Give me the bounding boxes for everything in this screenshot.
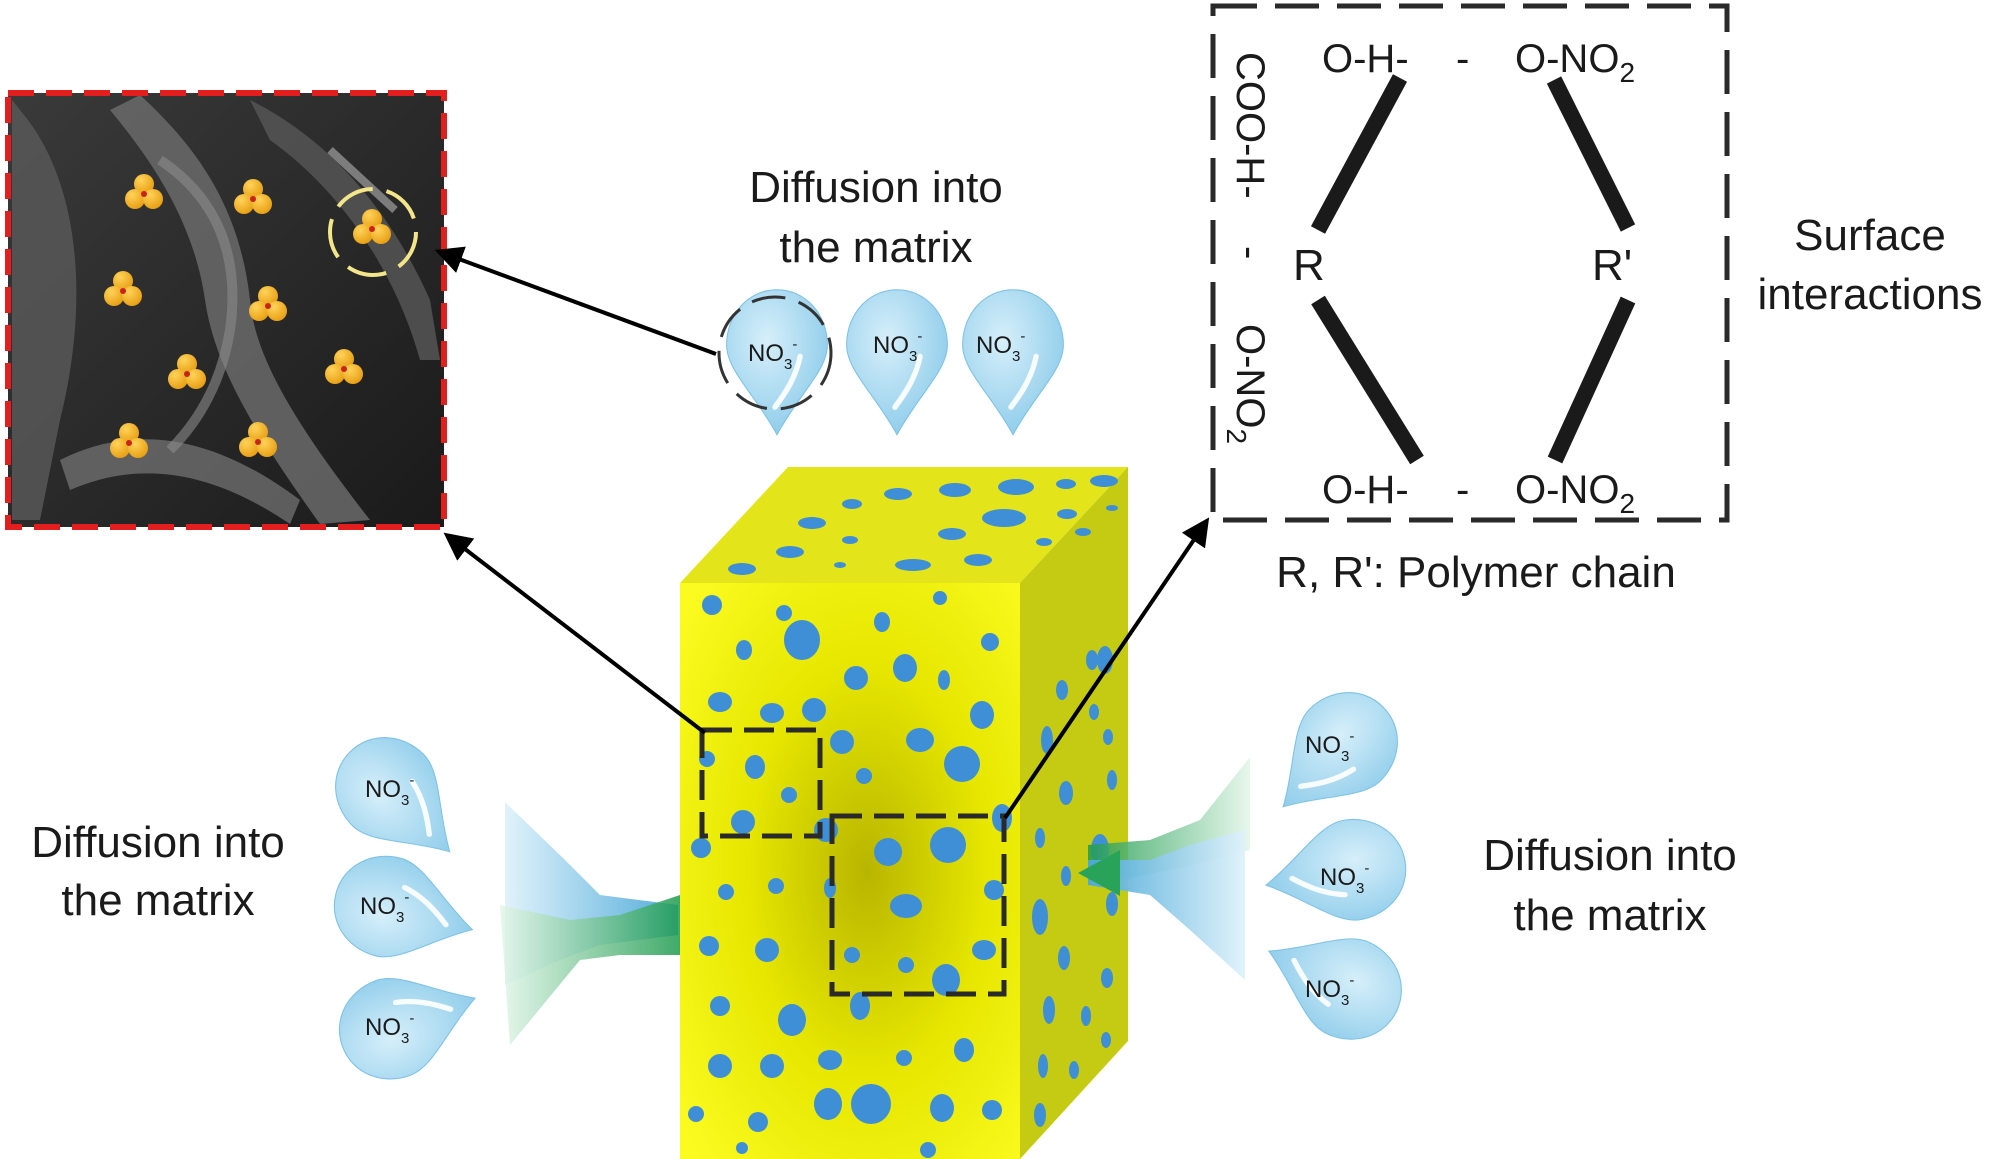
vertical-chem: COO-H- - O-NO2 (1221, 52, 1272, 444)
left-diffusion-label-line2: the matrix (61, 876, 254, 925)
ion-label: NO3- (873, 328, 922, 365)
chem-r-prime: R' (1592, 241, 1632, 290)
svg-text:NO3-: NO3- (360, 889, 409, 926)
ion-label: NO3- (365, 1010, 414, 1047)
arrow-cube-to-sem (443, 532, 707, 735)
side-pores (1032, 646, 1118, 1127)
surface-frame (1210, 3, 1730, 523)
top-diffusion-label-line1: Diffusion into (749, 163, 1003, 212)
cube-side-face (1020, 467, 1128, 1159)
surface-label-line2: interactions (1757, 270, 1982, 319)
ion-label: NO3- (365, 772, 414, 809)
svg-text:NO3-: NO3- (1305, 972, 1354, 1009)
chem-top-dash: - (1456, 37, 1469, 81)
droplet-highlight-ring (717, 295, 833, 411)
svg-text:NO3-: NO3- (365, 772, 414, 809)
zoom-box-sem (699, 727, 823, 839)
highlight-ring (328, 187, 418, 277)
chem-top-right: O-NO2 (1515, 37, 1635, 88)
right-diffusion: Diffusion into the matrix NO3- NO3- NO3- (1078, 671, 1737, 1056)
chem-bottom-dash: - (1456, 468, 1469, 512)
zoom-arrows (434, 246, 1210, 820)
chem-vertical-ono2: O-NO2 (1221, 324, 1272, 444)
svg-text:NO3-: NO3- (365, 1010, 414, 1047)
sem-frame (5, 90, 447, 530)
ion-label: NO3- (976, 328, 1025, 365)
right-arrow-head (1078, 850, 1120, 896)
right-diffusion-label-line2: the matrix (1513, 891, 1706, 940)
ion-label: NO3- (1320, 860, 1369, 897)
chem-top-left: O-H- (1322, 37, 1409, 81)
bonds (1310, 74, 1636, 465)
left-diffusion: Diffusion into the matrix NO3- NO3- NO3- (31, 716, 680, 1093)
zoom-box-surface (829, 813, 1007, 997)
svg-text:NO3-: NO3- (1320, 860, 1369, 897)
polymer-chain-caption: R, R': Polymer chain (1276, 548, 1676, 597)
chem-vertical-dash: - (1228, 246, 1272, 259)
top-diffusion-label-line2: the matrix (779, 223, 972, 272)
arrow-cube-to-surface (1003, 517, 1210, 820)
chem-r: R (1293, 241, 1325, 290)
ion-label: NO3- (748, 336, 797, 373)
surface-label-line1: Surface (1794, 211, 1946, 260)
sem-inset (5, 90, 447, 530)
svg-text:NO3-: NO3- (748, 336, 797, 373)
front-pores (688, 591, 1012, 1158)
ion-label: NO3- (1305, 728, 1354, 765)
ion-label: NO3- (1305, 972, 1354, 1009)
right-blue-funnel (1088, 830, 1245, 980)
water-droplet-icon (847, 290, 948, 435)
svg-text:NO3-: NO3- (976, 328, 1025, 365)
top-pores (728, 475, 1118, 575)
left-diffusion-label-line1: Diffusion into (31, 818, 285, 867)
chem-bottom-left: O-H- (1322, 468, 1409, 512)
arrow-droplet-to-sem (434, 246, 717, 356)
chem-vertical-cooh: COO-H- (1228, 52, 1272, 199)
svg-text:NO3-: NO3- (873, 328, 922, 365)
svg-text:NO3-: NO3- (1305, 728, 1354, 765)
right-diffusion-label-line1: Diffusion into (1483, 831, 1737, 880)
porous-cube (680, 467, 1128, 1159)
chem-bottom-right: O-NO2 (1515, 468, 1635, 519)
left-green-funnel (500, 895, 680, 1045)
surface-interactions-panel: O-H- - O-NO2 R R' O-H- - O-NO2 COO-H- - … (1210, 3, 1983, 597)
ion-label: NO3- (360, 889, 409, 926)
